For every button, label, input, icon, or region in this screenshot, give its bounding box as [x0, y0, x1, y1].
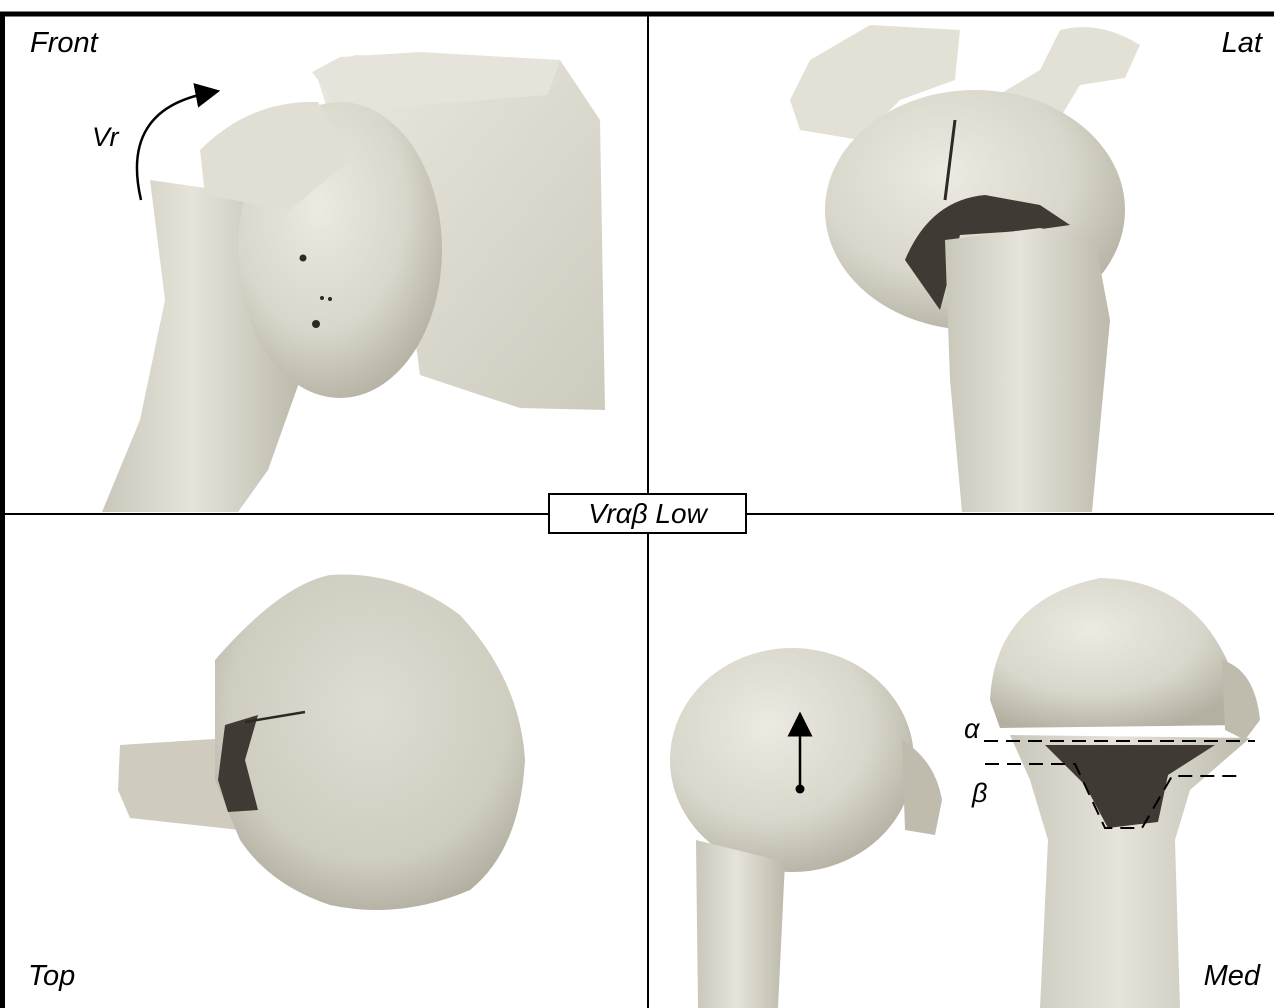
- med-left-tuberosity: [902, 740, 942, 835]
- top-view: [118, 575, 525, 911]
- med-view: [670, 578, 1260, 1008]
- med-right-tuberosity: [1222, 660, 1260, 740]
- med-left-shaft: [696, 840, 785, 1008]
- panel-label-top: Top: [28, 962, 75, 991]
- lat-view: [790, 25, 1140, 512]
- beta-annotation: β: [972, 780, 987, 807]
- top-humeral-head: [215, 575, 525, 911]
- rotation-annotation: Vr: [92, 124, 119, 151]
- condition-label: Vrαβ Low: [588, 498, 707, 530]
- med-right-humeral-head: [990, 578, 1245, 728]
- front-view: [102, 52, 605, 512]
- panel-label-med: Med: [1204, 962, 1260, 991]
- lat-humerus-shaft: [945, 228, 1110, 512]
- condition-label-box: Vrαβ Low: [548, 493, 747, 534]
- panel-label-lat: Lat: [1222, 29, 1262, 58]
- med-left-humeral-head: [670, 648, 914, 872]
- alpha-annotation: α: [964, 716, 979, 743]
- panel-label-front: Front: [30, 29, 98, 58]
